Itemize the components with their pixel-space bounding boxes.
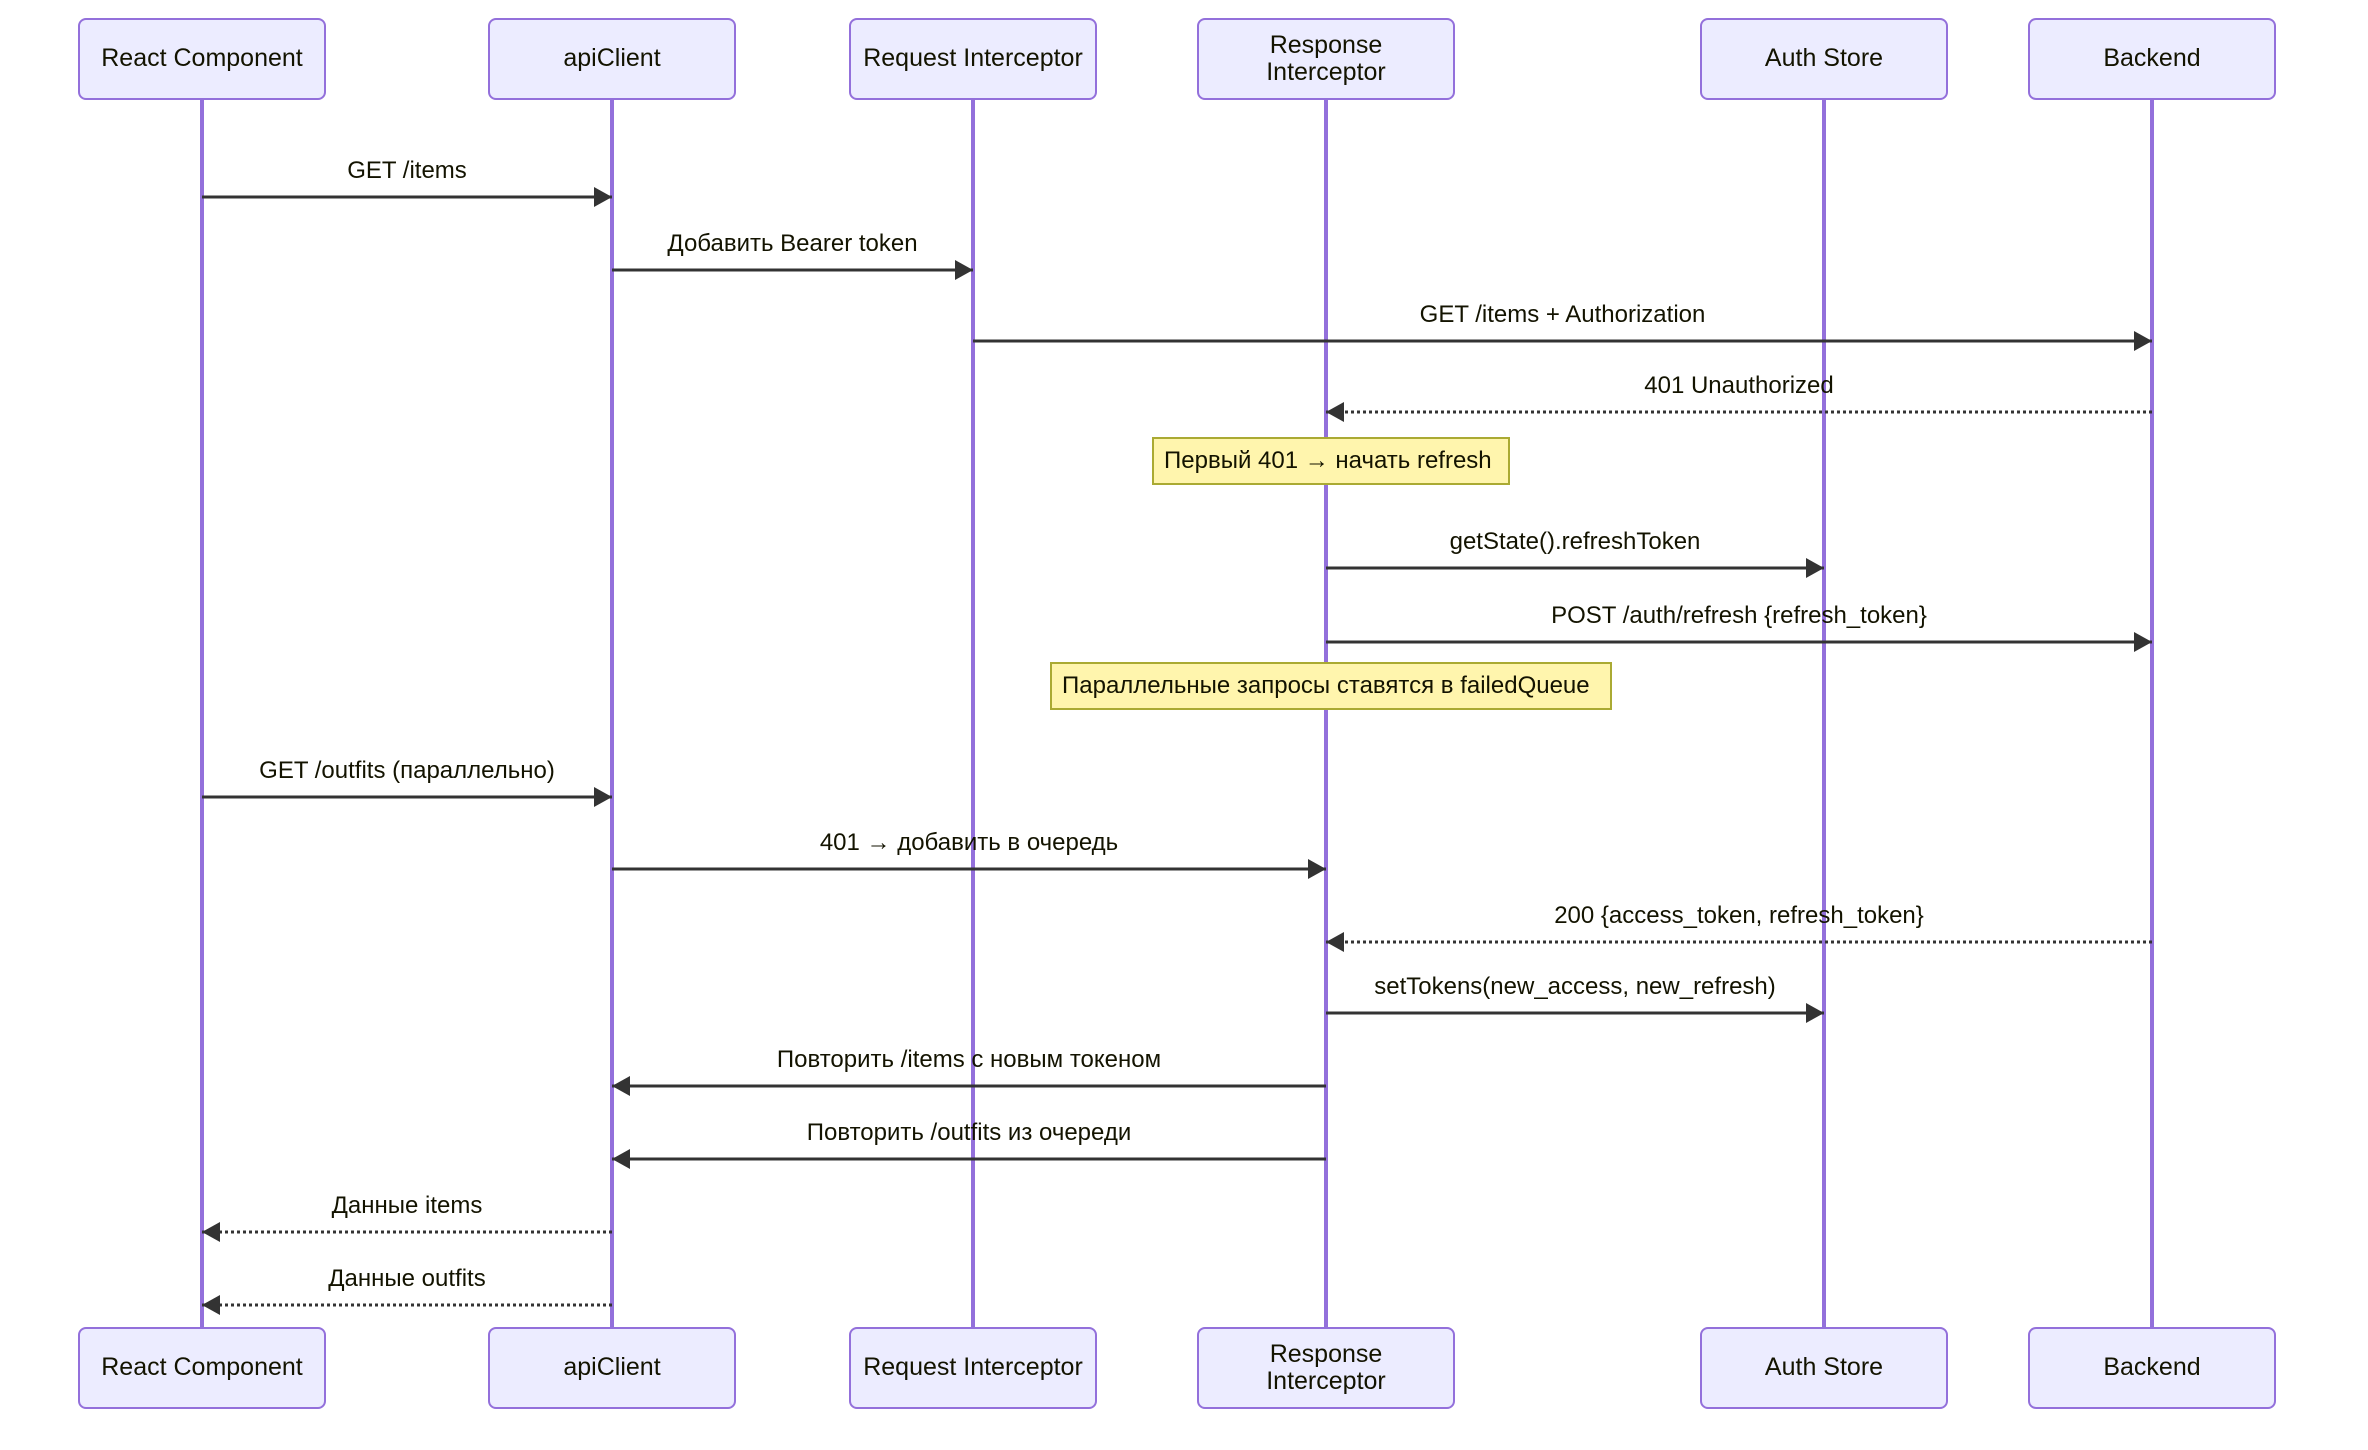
arrow-head-right-icon: [594, 187, 612, 207]
arrow-head-right-icon: [1806, 1003, 1824, 1023]
arrow-head-right-icon: [2134, 331, 2152, 351]
arrow-head-right-icon: [1308, 859, 1326, 879]
arrow-head-left-icon: [1326, 402, 1344, 422]
message-line-m13: [202, 1230, 612, 1234]
participant-label: Backend: [2103, 1353, 2201, 1382]
arrow-head-right-icon: [2134, 632, 2152, 652]
participant-label: Response Interceptor: [1266, 30, 1386, 86]
participant-bottom-authstore[interactable]: Auth Store: [1700, 1327, 1948, 1409]
note-n2: Параллельные запросы ставятся в failedQu…: [1050, 662, 1612, 710]
message-line-m10: [1326, 1011, 1824, 1015]
note-text: Параллельные запросы ставятся в failedQu…: [1062, 672, 1590, 699]
participant-bottom-backend[interactable]: Backend: [2028, 1327, 2276, 1409]
message-label-m8: 401 → добавить в очередь: [819, 829, 1119, 856]
participant-bottom-reqint[interactable]: Request Interceptor: [849, 1327, 1097, 1409]
arrow-head-left-icon: [202, 1222, 220, 1242]
arrow-head-left-icon: [202, 1295, 220, 1315]
participant-label: React Component: [101, 44, 303, 73]
participant-bottom-apiclient[interactable]: apiClient: [488, 1327, 736, 1409]
message-line-m8: [612, 867, 1326, 871]
message-label-m3: GET /items + Authorization: [1419, 301, 1706, 328]
lifeline-reqint: [971, 100, 975, 1327]
participant-label: Auth Store: [1764, 44, 1884, 73]
participant-bottom-react[interactable]: React Component: [78, 1327, 326, 1409]
message-label-m7: GET /outfits (параллельно): [259, 757, 555, 784]
participant-top-react[interactable]: React Component: [78, 18, 326, 100]
participant-label: Auth Store: [1764, 1353, 1884, 1382]
lifeline-backend: [2150, 100, 2154, 1327]
participant-label: Request Interceptor: [863, 1353, 1083, 1382]
lifeline-resint: [1324, 100, 1328, 1327]
lifeline-authstore: [1822, 100, 1826, 1327]
message-label-m10: setTokens(new_access, new_refresh): [1374, 973, 1776, 1000]
participant-label: Request Interceptor: [863, 44, 1083, 73]
message-label-m13: Данные items: [331, 1192, 483, 1219]
message-label-m5: getState().refreshToken: [1449, 528, 1701, 555]
message-line-m3: [973, 339, 2152, 343]
arrow-head-left-icon: [612, 1149, 630, 1169]
message-label-m1: GET /items: [347, 157, 467, 184]
message-line-m5: [1326, 566, 1824, 570]
participant-top-reqint[interactable]: Request Interceptor: [849, 18, 1097, 100]
participant-label: Backend: [2103, 44, 2201, 73]
message-label-m2: Добавить Bearer token: [667, 230, 918, 257]
message-line-m14: [202, 1303, 612, 1307]
participant-top-backend[interactable]: Backend: [2028, 18, 2276, 100]
arrow-head-left-icon: [612, 1076, 630, 1096]
message-line-m2: [612, 268, 973, 272]
message-label-m9: 200 {access_token, refresh_token}: [1554, 902, 1924, 929]
participant-label: apiClient: [563, 1353, 661, 1382]
message-line-m9: [1326, 940, 2152, 944]
arrow-head-right-icon: [594, 787, 612, 807]
message-line-m11: [612, 1084, 1326, 1088]
participant-label: apiClient: [563, 44, 661, 73]
message-line-m7: [202, 795, 612, 799]
message-line-m4: [1326, 410, 2152, 414]
lifeline-react: [200, 100, 204, 1327]
participant-top-resint[interactable]: Response Interceptor: [1197, 18, 1455, 100]
participant-label: React Component: [101, 1353, 303, 1382]
lifeline-apiclient: [610, 100, 614, 1327]
message-line-m12: [612, 1157, 1326, 1161]
message-label-m4: 401 Unauthorized: [1644, 372, 1834, 399]
message-label-m11: Повторить /items с новым токеном: [776, 1046, 1162, 1073]
arrow-head-left-icon: [1326, 932, 1344, 952]
note-n1: Первый 401 → начать refresh: [1152, 437, 1510, 485]
message-line-m6: [1326, 640, 2152, 644]
message-line-m1: [202, 195, 612, 199]
participant-bottom-resint[interactable]: Response Interceptor: [1197, 1327, 1455, 1409]
message-label-m6: POST /auth/refresh {refresh_token}: [1551, 602, 1927, 629]
note-text: Первый 401 → начать refresh: [1164, 447, 1492, 474]
message-label-m12: Повторить /outfits из очереди: [806, 1119, 1132, 1146]
arrow-head-right-icon: [1806, 558, 1824, 578]
participant-top-authstore[interactable]: Auth Store: [1700, 18, 1948, 100]
participant-top-apiclient[interactable]: apiClient: [488, 18, 736, 100]
participant-label: Response Interceptor: [1266, 1339, 1386, 1395]
arrow-head-right-icon: [955, 260, 973, 280]
message-label-m14: Данные outfits: [328, 1265, 486, 1292]
